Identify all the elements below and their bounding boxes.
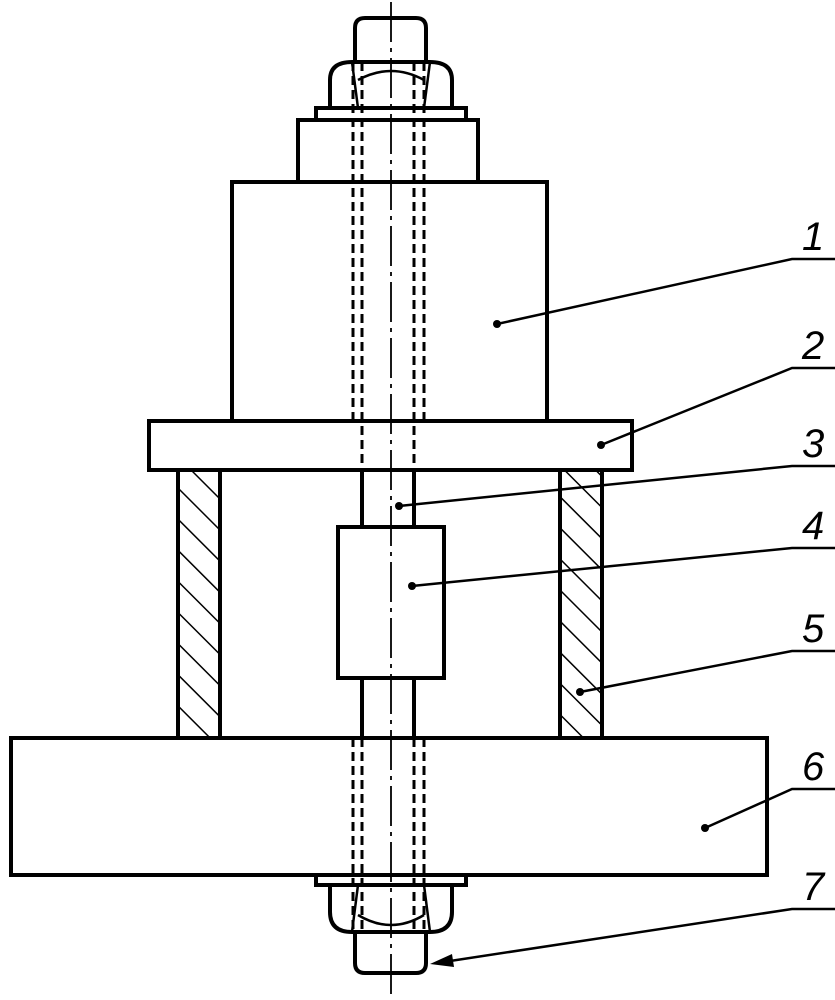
label-3: 3 [802,422,824,466]
label-7: 7 [802,865,826,909]
leader-7 [430,907,835,967]
leader-2 [597,366,835,449]
part-1-upper-block [230,180,549,423]
label-4: 4 [802,504,824,548]
label-5: 5 [802,607,825,651]
leader-4 [408,546,835,590]
label-6: 6 [802,745,825,789]
hidden-bolt-lines [351,62,426,932]
label-2: 2 [801,324,824,368]
leader-6 [701,787,835,832]
leader-1 [493,257,835,328]
leader-3 [395,464,835,510]
leader-5 [576,649,835,696]
label-1: 1 [802,215,824,259]
part-6-base [9,736,769,877]
top-collar [296,118,480,184]
